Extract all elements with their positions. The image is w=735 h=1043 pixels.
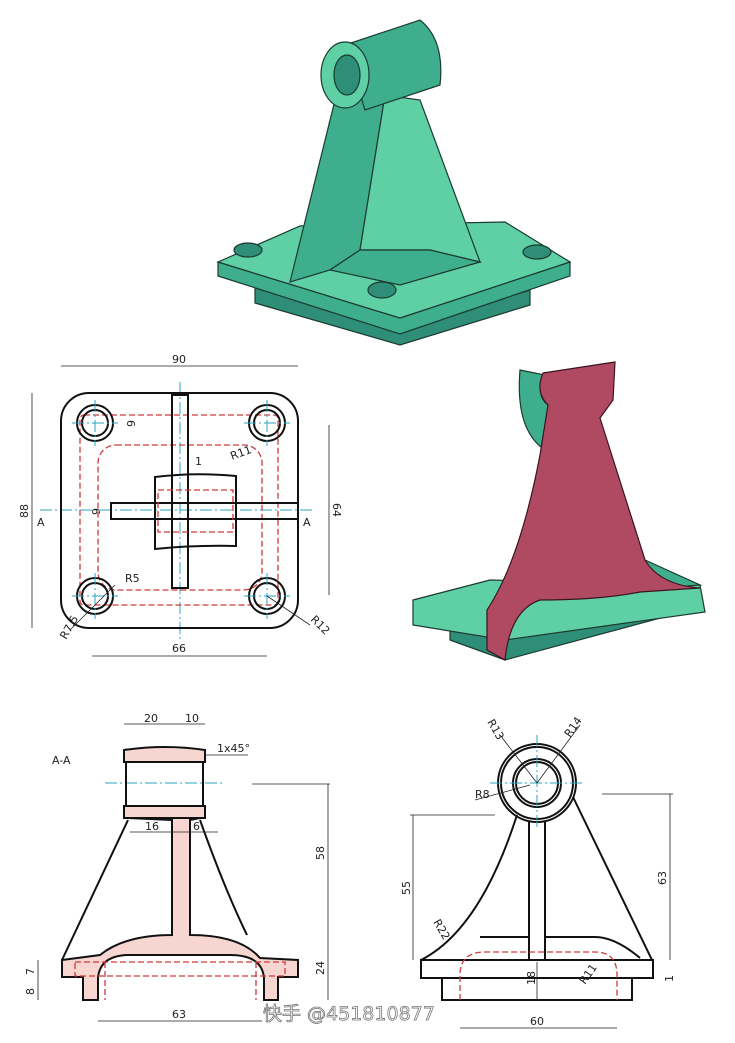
dim-r13: R13 (484, 717, 506, 742)
isometric-model (216, 19, 572, 346)
section-mark-right: A (303, 516, 311, 529)
dim-web-18: 18 (525, 971, 538, 985)
dim-web-right: 6 (193, 820, 200, 833)
boss-wall-bottom (123, 805, 206, 819)
dim-step-8: 8 (24, 988, 37, 995)
dim-bottom-60: 60 (530, 1015, 544, 1028)
dim-height-58: 58 (314, 846, 327, 860)
mount-hole (522, 244, 552, 260)
dim-r11: R11 (229, 443, 254, 463)
dim-boss-width: 20 (144, 712, 158, 725)
dim-r11-side: R11 (577, 962, 600, 987)
dim-rib-thickness: 6 (124, 420, 137, 427)
dim-gap: 1 (195, 455, 202, 468)
sectioned-model (412, 361, 706, 661)
dim-hole-spacing-x: 66 (172, 642, 186, 655)
dim-r8: R8 (475, 788, 490, 801)
dim-r12: R12 (308, 613, 332, 637)
dim-hole-spacing-y: 64 (330, 503, 343, 517)
section-mark-left: A (37, 516, 45, 529)
dim-boss-offset: 10 (185, 712, 199, 725)
dim-web-left: 16 (145, 820, 159, 833)
section-base (412, 579, 706, 641)
dim-flange-7: 7 (24, 968, 37, 975)
boss-wall-top (123, 746, 206, 763)
plan-view: 90 88 64 66 6 6 1 R11 R5 R7.5 R12 A A (18, 353, 343, 657)
dim-height-55: 55 (400, 881, 413, 895)
watermark: 快手 @451810877 (263, 1003, 435, 1025)
boss-cylinder (344, 19, 442, 111)
dim-gap-side: 1 (663, 975, 676, 982)
dim-height-24: 24 (314, 961, 327, 975)
mount-hole (367, 281, 397, 299)
center-boss (154, 473, 237, 551)
mount-hole (233, 242, 263, 258)
rib-vertical (171, 394, 189, 589)
rib-horizontal (110, 502, 299, 520)
dim-bottom-63: 63 (172, 1008, 186, 1021)
web-and-base-section (61, 817, 299, 1001)
rib-base (328, 249, 483, 286)
dim-r5: R5 (125, 572, 140, 585)
dim-width: 90 (172, 353, 186, 366)
dim-r14: R14 (562, 715, 585, 740)
dim-height: 88 (18, 504, 31, 518)
boss-bore (333, 54, 361, 96)
dim-chamfer: 1x45° (217, 742, 250, 755)
dim-r7-5: R7.5 (57, 613, 81, 641)
side-view: R13 R14 R8 55 63 R22 18 R11 1 60 (400, 715, 676, 1029)
section-title: A-A (52, 754, 71, 767)
section-cut-face (486, 361, 701, 661)
dim-rib-thickness-h: 6 (89, 508, 102, 515)
section-a-a: A-A 20 10 1x45° 16 6 58 24 7 8 63 (24, 712, 330, 1022)
mount-holes (72, 400, 290, 619)
dim-height-63: 63 (656, 871, 669, 885)
